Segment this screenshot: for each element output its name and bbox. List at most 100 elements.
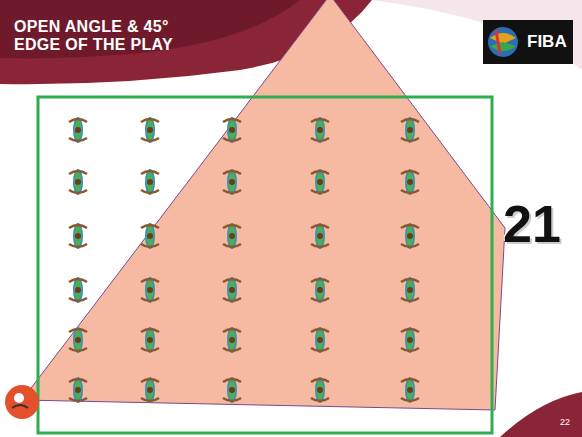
player-head	[229, 233, 235, 239]
player-shirt	[407, 330, 414, 350]
player-figure	[69, 223, 87, 249]
player-body	[227, 117, 237, 143]
corner-banner	[500, 392, 582, 437]
player-body	[73, 377, 83, 403]
player-head	[317, 287, 323, 293]
player-limbs	[223, 119, 241, 141]
player-head	[407, 337, 413, 343]
player-head	[75, 127, 81, 133]
player-shirt	[407, 226, 414, 246]
player-figure	[69, 327, 87, 353]
player-head	[75, 337, 81, 343]
player-body	[227, 169, 237, 195]
player-figure	[401, 117, 419, 143]
player-shirt	[229, 330, 236, 350]
player-shirt	[229, 280, 236, 300]
player-head	[147, 337, 153, 343]
player-shirt	[229, 226, 236, 246]
player-head	[407, 387, 413, 393]
player-limbs	[223, 171, 241, 193]
player-limbs	[69, 329, 87, 351]
player-figure	[141, 117, 159, 143]
player-head	[407, 233, 413, 239]
player-limbs	[69, 119, 87, 141]
player-shirt	[75, 380, 82, 400]
player-limbs	[401, 329, 419, 351]
player-body	[145, 223, 155, 249]
player-shirt	[75, 330, 82, 350]
player-shirt	[75, 226, 82, 246]
player-figure	[401, 223, 419, 249]
player-shirt	[317, 172, 324, 192]
logo-globe-part	[490, 42, 516, 51]
player-figure	[223, 223, 241, 249]
player-limbs	[141, 119, 159, 141]
player-figure	[141, 169, 159, 195]
player-shirt	[407, 120, 414, 140]
player-limbs	[311, 171, 329, 193]
player-shirt	[317, 330, 324, 350]
player-head	[147, 387, 153, 393]
player-figure	[223, 377, 241, 403]
player-figure	[141, 377, 159, 403]
player-head	[407, 287, 413, 293]
player-limbs	[223, 279, 241, 301]
player-limbs	[69, 225, 87, 247]
player-body	[315, 117, 325, 143]
player-grid	[69, 117, 419, 403]
player-head	[75, 233, 81, 239]
player-body	[405, 277, 415, 303]
callout-number: 21	[503, 198, 561, 250]
referee-head	[14, 393, 24, 403]
player-limbs	[69, 279, 87, 301]
player-figure	[69, 377, 87, 403]
player-head	[407, 179, 413, 185]
player-figure	[401, 377, 419, 403]
player-figure	[223, 327, 241, 353]
player-figure	[141, 277, 159, 303]
player-shirt	[147, 380, 154, 400]
player-shirt	[75, 120, 82, 140]
player-body	[405, 327, 415, 353]
player-head	[317, 127, 323, 133]
player-limbs	[141, 279, 159, 301]
player-head	[75, 287, 81, 293]
player-figure	[401, 327, 419, 353]
player-shirt	[317, 226, 324, 246]
player-limbs	[311, 329, 329, 351]
logo-globe	[488, 27, 518, 57]
player-shirt	[75, 280, 82, 300]
player-body	[227, 223, 237, 249]
player-body	[405, 117, 415, 143]
title-banner-dark	[0, 0, 300, 58]
player-body	[315, 327, 325, 353]
player-shirt	[147, 330, 154, 350]
player-limbs	[311, 379, 329, 401]
player-shirt	[147, 120, 154, 140]
player-body	[145, 277, 155, 303]
logo-globe-part	[496, 30, 500, 54]
page-number: 22	[560, 418, 570, 427]
player-figure	[141, 327, 159, 353]
player-figure	[401, 169, 419, 195]
player-head	[229, 127, 235, 133]
player-limbs	[311, 279, 329, 301]
player-body	[227, 327, 237, 353]
player-head	[75, 179, 81, 185]
player-figure	[311, 277, 329, 303]
player-shirt	[407, 280, 414, 300]
player-limbs	[401, 225, 419, 247]
player-head	[317, 233, 323, 239]
player-figure	[311, 169, 329, 195]
player-body	[73, 223, 83, 249]
player-head	[147, 233, 153, 239]
player-figure	[311, 377, 329, 403]
player-shirt	[229, 120, 236, 140]
player-figure	[223, 277, 241, 303]
player-shirt	[229, 380, 236, 400]
player-figure	[69, 169, 87, 195]
player-body	[73, 169, 83, 195]
player-head	[229, 387, 235, 393]
player-head	[147, 179, 153, 185]
